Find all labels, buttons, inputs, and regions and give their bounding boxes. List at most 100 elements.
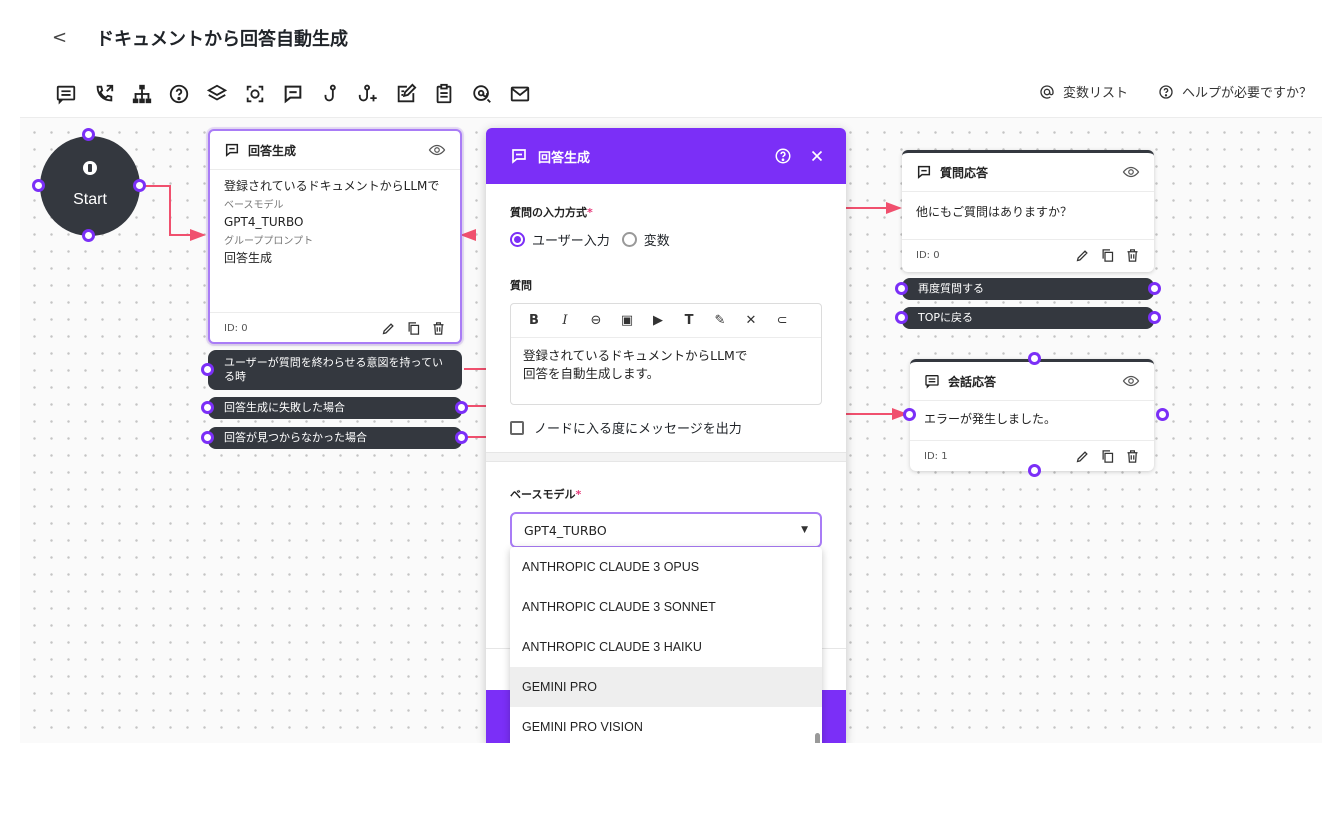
video-icon[interactable]: ▶ bbox=[653, 313, 663, 328]
eye-icon[interactable] bbox=[1122, 163, 1140, 181]
help-icon[interactable] bbox=[774, 147, 792, 165]
bold-button[interactable]: B bbox=[529, 313, 539, 328]
page-title: ドキュメントから回答自動生成 bbox=[96, 29, 348, 50]
start-port-right[interactable] bbox=[133, 179, 146, 192]
chat-reply-icon bbox=[917, 165, 931, 179]
radio-user-input[interactable] bbox=[510, 232, 525, 247]
eye-icon[interactable] bbox=[428, 141, 446, 159]
eye-icon[interactable] bbox=[1122, 372, 1140, 390]
top-links: 変数リスト ヘルプが必要ですか？ bbox=[1009, 82, 1312, 101]
link-icon[interactable]: ⊖ bbox=[590, 313, 602, 328]
edit-note-icon[interactable] bbox=[392, 80, 420, 108]
branch-notfound-port-right[interactable] bbox=[455, 431, 468, 444]
trash-icon[interactable] bbox=[1125, 449, 1140, 464]
question-line: 登録されているドキュメントからLLMで bbox=[523, 348, 748, 363]
highlight-icon[interactable]: ✎ bbox=[714, 313, 726, 328]
conv-port-bottom[interactable] bbox=[1028, 464, 1041, 477]
image-icon[interactable]: ▣ bbox=[620, 313, 634, 328]
radio-user-input-label: ユーザー入力 bbox=[532, 234, 610, 249]
phone-transfer-icon[interactable] bbox=[90, 80, 118, 108]
edit-icon[interactable] bbox=[1075, 248, 1090, 263]
wire-start-to-answer bbox=[144, 185, 190, 236]
layers-icon[interactable] bbox=[203, 80, 231, 108]
output-message-option[interactable]: ノードに入る度にメッセージを出力 bbox=[510, 418, 822, 437]
start-port-left[interactable] bbox=[32, 179, 45, 192]
question-answer-node[interactable]: 質問応答 他にもご質問はありますか？ ID: 0 bbox=[902, 150, 1154, 272]
branch-not-found[interactable]: 回答が見つからなかった場合 bbox=[208, 427, 462, 449]
text-size-icon[interactable]: T bbox=[684, 313, 694, 328]
editor-toolbar: B I ⊖ ▣ ▶ T ✎ ✕ ⊂ bbox=[511, 304, 821, 338]
close-icon[interactable] bbox=[808, 147, 826, 165]
model-dropdown: ANTHROPIC CLAUDE 3 OPUS ANTHROPIC CLAUDE… bbox=[510, 547, 822, 743]
output-message-checkbox[interactable] bbox=[510, 420, 524, 435]
branch-top-port-right[interactable] bbox=[1148, 311, 1161, 324]
italic-button[interactable]: I bbox=[562, 313, 568, 328]
model-option[interactable]: ANTHROPIC CLAUDE 3 HAIKU bbox=[522, 640, 702, 654]
chat-box-icon bbox=[512, 149, 526, 164]
conv-port-right[interactable] bbox=[1156, 408, 1169, 421]
attach-icon[interactable]: ⊂ bbox=[776, 313, 788, 328]
start-label: Start bbox=[73, 191, 107, 208]
branch-intent-end-port[interactable] bbox=[201, 363, 214, 376]
branch-failed-port-right[interactable] bbox=[455, 401, 468, 414]
message-icon[interactable] bbox=[52, 80, 80, 108]
branch-back-to-top[interactable]: TOPに戻る bbox=[902, 307, 1154, 329]
branch-notfound-port-left[interactable] bbox=[201, 431, 214, 444]
model-option[interactable]: GEMINI PRO VISION bbox=[522, 720, 643, 734]
question-icon[interactable] bbox=[165, 80, 193, 108]
scan-icon[interactable] bbox=[241, 80, 269, 108]
dropdown-scrollbar[interactable] bbox=[815, 733, 820, 743]
branch-ask-again-port-right[interactable] bbox=[1148, 282, 1161, 295]
branch-top-port-left[interactable] bbox=[895, 311, 908, 324]
input-method-radios: ユーザー入力 変数 bbox=[510, 230, 822, 249]
start-node[interactable]: Start bbox=[40, 136, 140, 236]
branch-ask-again[interactable]: 再度質問する bbox=[902, 278, 1154, 300]
branch-ask-again-port-left[interactable] bbox=[895, 282, 908, 295]
question-line: 回答を自動生成します。 bbox=[523, 366, 660, 381]
radio-variable[interactable] bbox=[621, 232, 637, 247]
start-icon bbox=[83, 161, 97, 175]
model-caption: ベースモデル bbox=[224, 200, 284, 211]
node-id: ID: 1 bbox=[924, 451, 948, 462]
mail-icon[interactable] bbox=[506, 80, 534, 108]
chat-box-icon bbox=[225, 143, 239, 157]
output-message-label: ノードに入る度にメッセージを出力 bbox=[534, 422, 742, 437]
edit-icon[interactable] bbox=[381, 321, 396, 336]
flow-canvas[interactable]: Start 回答生成 登録されているドキュメントからLLMで ベースモデル GP… bbox=[20, 117, 1322, 743]
hierarchy-icon[interactable] bbox=[128, 80, 156, 108]
copy-icon[interactable] bbox=[1100, 248, 1115, 263]
conv-port-top[interactable] bbox=[1028, 352, 1041, 365]
chat-box-icon[interactable] bbox=[279, 80, 307, 108]
node-title: 質問応答 bbox=[940, 165, 989, 180]
back-button[interactable]: < bbox=[52, 27, 68, 48]
conv-port-left[interactable] bbox=[903, 408, 916, 421]
branch-generation-failed[interactable]: 回答生成に失敗した場合 bbox=[208, 397, 462, 419]
edit-icon[interactable] bbox=[1075, 449, 1090, 464]
copy-icon[interactable] bbox=[406, 321, 421, 336]
question-text[interactable]: 登録されているドキュメントからLLMで 回答を自動生成します。 bbox=[511, 338, 821, 404]
variable-list-link[interactable]: 変数リスト bbox=[1039, 82, 1128, 101]
help-link[interactable]: ヘルプが必要ですか？ bbox=[1158, 82, 1312, 101]
conversation-response-node[interactable]: 会話応答 エラーが発生しました。 ID: 1 bbox=[910, 359, 1154, 471]
clear-format-icon[interactable]: ✕ bbox=[745, 313, 757, 328]
trash-icon[interactable] bbox=[1125, 248, 1140, 263]
branch-label: ユーザーが質問を終わらせる意図を持っている時 bbox=[224, 356, 444, 383]
model-option-highlighted[interactable]: GEMINI PRO bbox=[510, 667, 822, 707]
hook-icon[interactable] bbox=[317, 80, 345, 108]
search-at-icon[interactable] bbox=[468, 80, 496, 108]
start-port-top[interactable] bbox=[82, 128, 95, 141]
answer-generation-node[interactable]: 回答生成 登録されているドキュメントからLLMで ベースモデル GPT4_TUR… bbox=[208, 129, 462, 344]
model-option[interactable]: ANTHROPIC CLAUDE 3 SONNET bbox=[522, 600, 716, 614]
branch-intent-end[interactable]: ユーザーが質問を終わらせる意図を持っている時 bbox=[208, 350, 462, 390]
hook-plus-icon[interactable] bbox=[354, 80, 382, 108]
model-option[interactable]: ANTHROPIC CLAUDE 3 OPUS bbox=[522, 560, 700, 574]
branch-failed-port-left[interactable] bbox=[201, 401, 214, 414]
radio-variable-label: 変数 bbox=[643, 234, 670, 249]
trash-icon[interactable] bbox=[431, 321, 446, 336]
model-select[interactable]: GPT4_TURBO ▼ bbox=[510, 512, 822, 548]
clipboard-icon[interactable] bbox=[430, 80, 458, 108]
panel-title: 回答生成 bbox=[538, 150, 591, 166]
question-editor[interactable]: B I ⊖ ▣ ▶ T ✎ ✕ ⊂ 登録されているドキュメントからLLMで 回答… bbox=[510, 303, 822, 405]
start-port-bottom[interactable] bbox=[82, 229, 95, 242]
copy-icon[interactable] bbox=[1100, 449, 1115, 464]
